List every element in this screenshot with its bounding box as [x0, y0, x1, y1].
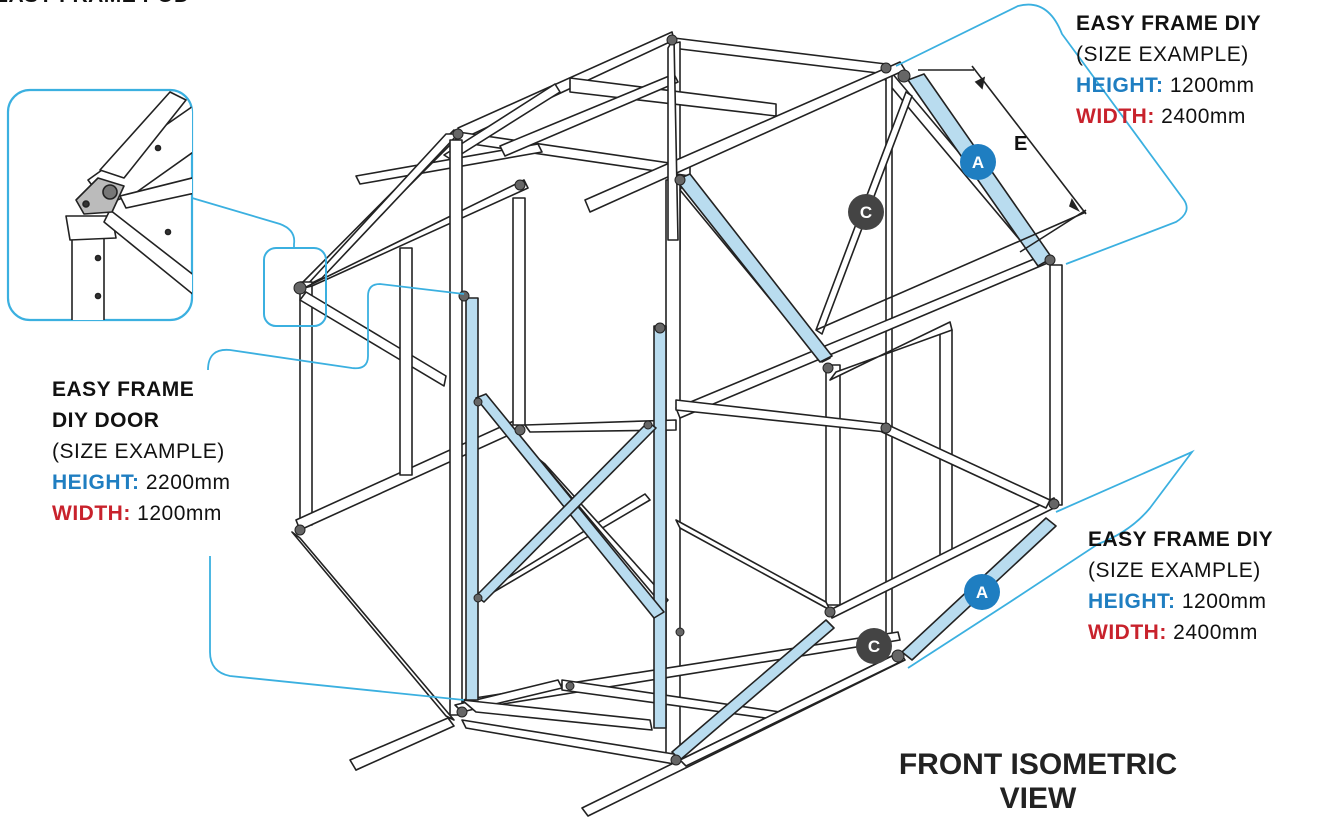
view-title-line-2: VIEW — [999, 782, 1077, 815]
joint-brackets — [293, 34, 1060, 766]
width-value: 2400mm — [1173, 621, 1258, 644]
callout-door-subtitle: (SIZE EXAMPLE) — [52, 440, 225, 463]
callout-top-right-height: HEIGHT: 1200mm — [1076, 70, 1261, 101]
badge-a-bottom: A — [964, 574, 1000, 610]
frame-members — [291, 31, 1063, 817]
door-right-post — [653, 325, 667, 729]
height-value: 2200mm — [145, 471, 231, 494]
callout-door-height: HEIGHT: 2200mm — [52, 467, 231, 498]
view-title-line-1: FRONT ISOMETRIC — [898, 748, 1178, 781]
header-cut-title: EASY FRAME POD — [0, 0, 190, 8]
callout-top-right-width: WIDTH: 2400mm — [1076, 101, 1261, 132]
badge-c-bottom: C — [856, 628, 892, 664]
callout-bottom-right-width: WIDTH: 2400mm — [1088, 617, 1273, 648]
detail-inset — [6, 88, 194, 322]
callout-bottom-right-height: HEIGHT: 1200mm — [1088, 586, 1273, 617]
callout-bottom-right-title: EASY FRAME DIY — [1088, 528, 1274, 551]
callout-lines — [191, 3, 1195, 701]
height-key: HEIGHT: — [52, 471, 140, 494]
view-title: FRONT ISOMETRIC VIEW — [858, 748, 1218, 816]
callout-top-right-subtitle: (SIZE EXAMPLE) — [1076, 43, 1249, 66]
width-key: WIDTH: — [1088, 621, 1167, 644]
callout-top-right: EASY FRAME DIY (SIZE EXAMPLE) HEIGHT: 12… — [1076, 8, 1261, 132]
height-value: 1200mm — [1169, 74, 1255, 97]
callout-door-width: WIDTH: 1200mm — [52, 498, 231, 529]
callout-bottom-right: EASY FRAME DIY (SIZE EXAMPLE) HEIGHT: 12… — [1088, 524, 1273, 648]
badge-a-top-label: A — [972, 153, 984, 172]
door-left-post — [465, 297, 479, 701]
callout-door-title-1: EASY FRAME — [52, 378, 195, 401]
badge-c-bottom-label: C — [868, 637, 880, 656]
floor-brace — [671, 619, 835, 761]
detail-zoom-box — [263, 247, 327, 327]
width-value: 2400mm — [1161, 105, 1246, 128]
width-key: WIDTH: — [52, 502, 131, 525]
width-value: 1200mm — [137, 502, 222, 525]
badge-c-top: C — [848, 194, 884, 230]
badge-a-top: A — [960, 144, 996, 180]
width-key: WIDTH: — [1076, 105, 1155, 128]
height-value: 1200mm — [1181, 590, 1267, 613]
height-key: HEIGHT: — [1088, 590, 1176, 613]
dimension-e-label: E — [1014, 133, 1027, 155]
badge-a-bottom-label: A — [976, 583, 988, 602]
callout-bottom-right-subtitle: (SIZE EXAMPLE) — [1088, 559, 1261, 582]
dimension-e — [815, 65, 1087, 331]
callout-door-title-2: DIY DOOR — [52, 409, 160, 432]
height-key: HEIGHT: — [1076, 74, 1164, 97]
side-brace — [675, 173, 833, 363]
callout-top-right-title: EASY FRAME DIY — [1076, 12, 1262, 35]
badge-c-top-label: C — [860, 203, 872, 222]
callout-door: EASY FRAME DIY DOOR (SIZE EXAMPLE) HEIGH… — [52, 374, 231, 529]
